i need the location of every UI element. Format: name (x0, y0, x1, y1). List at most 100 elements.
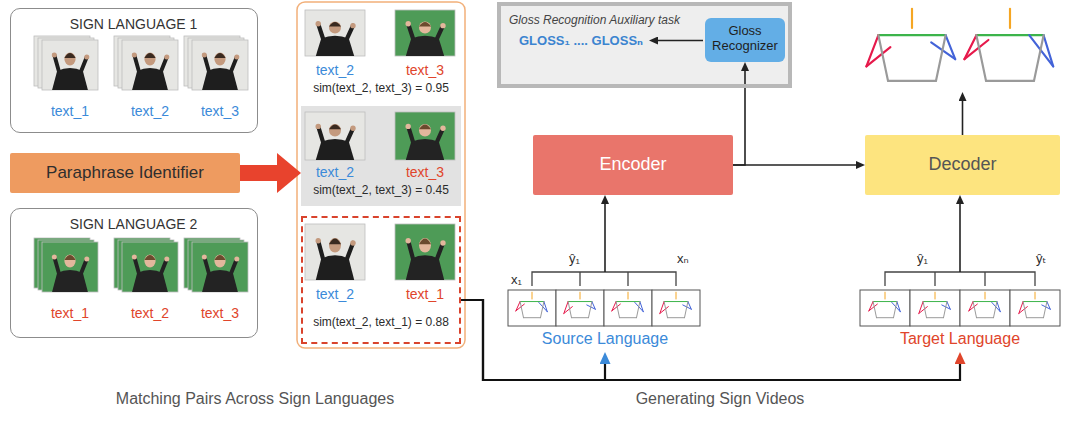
skeleton-bone (664, 301, 688, 302)
pose-sequence: Source Language (505, 272, 705, 352)
skeleton-bone (873, 301, 897, 302)
signer-frame (192, 242, 248, 292)
skeleton-bone (869, 304, 878, 311)
signer-hand (440, 240, 445, 245)
frame-ground (395, 112, 455, 160)
frame-ground (42, 40, 98, 90)
signer-arm (408, 241, 413, 259)
skeleton-bone (1035, 292, 1036, 299)
signer-hand (164, 54, 169, 59)
signer-frame (42, 40, 98, 90)
pose-skeleton (869, 292, 900, 318)
signer-hand (406, 124, 411, 129)
video-caption: text_3 (395, 62, 455, 78)
video-caption: text_2 (305, 286, 365, 302)
signer-head (329, 22, 341, 34)
signer-hand (350, 23, 355, 28)
signer-hair (329, 22, 341, 27)
panel-title: SIGN LANGUAGE 2 (11, 216, 256, 232)
pose-frame (1010, 290, 1060, 326)
signer-hair (329, 124, 341, 129)
signer-head (329, 238, 341, 253)
section-caption: Generating Sign Videos (510, 390, 930, 408)
sign-language-panel: SIGN LANGUAGE 1text_1text_2text_3 (10, 8, 258, 133)
skeleton-bone (616, 302, 619, 318)
signer-hand (132, 254, 137, 259)
frame-bracket (532, 272, 676, 286)
variable-label: xₙ (677, 252, 699, 267)
skeleton-bone (969, 304, 978, 311)
variable-label: ŷ₁ (917, 252, 939, 267)
video-caption: text_1 (38, 305, 102, 321)
skeleton-bone (1009, 9, 1011, 28)
frame-ground (395, 10, 455, 56)
frame-ground (192, 40, 248, 90)
process-label: Encoder (533, 154, 733, 175)
signer-arm (318, 241, 323, 259)
signer-hand (440, 126, 445, 131)
panel-fill (301, 106, 461, 206)
variable-label: ŷₜ (1036, 252, 1058, 267)
section-caption: Matching Pairs Across Sign Languages (35, 390, 475, 408)
signer-hand (84, 54, 89, 59)
video-caption: text_2 (118, 305, 182, 321)
skeleton-bone (564, 307, 573, 314)
pose-skeleton (612, 292, 643, 318)
pose-skeleton (866, 9, 955, 81)
skeleton-bone (516, 304, 525, 311)
signer-hair (214, 255, 225, 260)
variable-label: x₁ (511, 273, 531, 288)
skeleton-bone (866, 47, 890, 66)
skeleton-bone (616, 301, 640, 302)
skeleton-bone (911, 9, 913, 28)
skeleton-bone (878, 34, 945, 36)
pair-group: text_2text_3sim(text_2, text_3) = 0.95 (301, 6, 461, 100)
pose-frame (604, 290, 652, 326)
video-caption: text_1 (395, 286, 455, 302)
skeleton-bone (977, 317, 994, 318)
signer-hand (234, 256, 239, 261)
pair-container (297, 2, 465, 348)
pose-sequence: Target Language (858, 272, 1062, 352)
input-arrow (604, 204, 606, 272)
frame-ground (42, 242, 98, 292)
skeleton-bone (620, 317, 637, 318)
pose-frame (910, 290, 960, 326)
skeleton-bone (976, 35, 986, 81)
signer-frame (395, 224, 455, 280)
skeleton-bone (986, 80, 1034, 82)
signer-frame (395, 10, 455, 56)
video-caption: text_3 (188, 305, 252, 321)
skeleton-bone (973, 301, 997, 302)
pose-frame (556, 290, 604, 326)
signer-hand (316, 124, 321, 129)
signer-head (329, 124, 341, 136)
skeleton-bone (676, 292, 677, 299)
signer-head (419, 124, 431, 136)
pose-skeleton (1019, 292, 1050, 318)
video-caption: text_3 (395, 164, 455, 180)
signer-frame (305, 112, 365, 160)
similarity-score: sim(text_2, text_3) = 0.45 (301, 184, 461, 198)
skeleton-bone (1027, 317, 1044, 318)
sequence-title: Source Language (505, 330, 705, 348)
signer-frame (192, 40, 248, 90)
frame-ground (305, 224, 365, 280)
signer-hand (316, 238, 321, 243)
signer-hair (329, 239, 341, 245)
process-label: Paraphrase Identifier (10, 163, 240, 183)
pose-skeleton (516, 292, 547, 318)
signer-hair (64, 53, 75, 58)
signer-hand (164, 256, 169, 261)
pair-group: text_2text_3sim(text_2, text_3) = 0.45 (301, 106, 461, 206)
similarity-score: sim(text_2, text_1) = 0.88 (303, 316, 459, 330)
skeleton-bone (936, 35, 946, 81)
skeleton-bone (541, 302, 544, 318)
pose-skeleton (660, 292, 691, 318)
signer-hand (202, 52, 207, 57)
signer-frame (395, 112, 455, 160)
signer-hand (316, 21, 321, 26)
skeleton-bone (532, 292, 533, 299)
signer-head (144, 255, 155, 268)
recognizer-box: Gloss Recognizer (705, 18, 785, 62)
